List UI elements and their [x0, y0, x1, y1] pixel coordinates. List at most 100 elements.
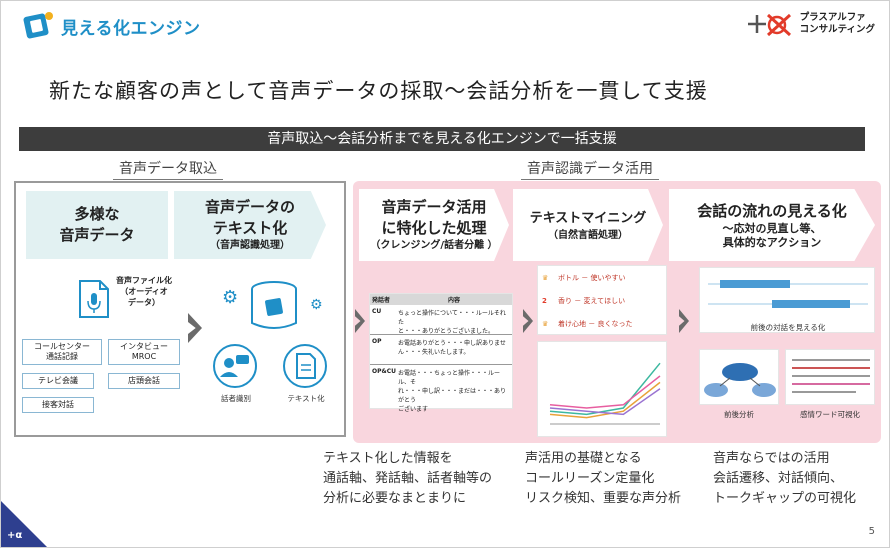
- note-right-1: 音声ならではの活用: [713, 449, 856, 469]
- tag-tv-meeting: テレビ会議: [22, 373, 94, 389]
- note-left-3: 分析に必要なまとまりに: [323, 489, 492, 509]
- emotion-text-lines: [786, 350, 876, 406]
- rank-item: ♛ ボトル － 使いやすい: [538, 266, 666, 289]
- rank-label: 香り － 変えてほしい: [558, 296, 625, 306]
- box-text-mining: テキストマイニング （自然言語処理）: [513, 189, 663, 261]
- plus-alpha-logo-icon: [744, 9, 796, 39]
- flow-arrow-2: [355, 309, 365, 333]
- table-header: 発話者 内容: [370, 294, 512, 305]
- crown-icon: ♛: [542, 320, 558, 328]
- banner: 音声取込～会話分析までを見える化エンジンで一括支援: [19, 127, 865, 151]
- section-label-left: 音声データ取込: [113, 158, 223, 180]
- flow-arrow-3: [523, 309, 533, 333]
- brand-right-text: プラスアルファ コンサルティング: [800, 12, 875, 36]
- rank-label: 着け心地 － 良くなった: [558, 319, 632, 329]
- box2-line1: 音声データの: [205, 197, 295, 218]
- page-number: 5: [869, 526, 875, 537]
- gear-small-icon: ⚙: [310, 297, 323, 313]
- line-chart: [538, 342, 668, 438]
- row-speaker: OP&CU: [370, 365, 396, 401]
- emotion-card: [785, 349, 875, 405]
- brand-right-line1: プラスアルファ: [800, 12, 875, 24]
- caption-dialog: 前後の対話を見える化: [700, 322, 876, 333]
- note-left-2: 通話軸、発話軸、話者軸等の: [323, 469, 492, 489]
- col2-sub: （自然言語処理）: [548, 229, 628, 243]
- table-row: OP&CU お電話・・・ちょっと操作・・・ルール、そ れ・・・申し訳・・・まだは…: [370, 365, 512, 401]
- corner-logo-icon: +α: [7, 530, 22, 541]
- box-diverse-audio: 多様な 音声データ: [26, 191, 168, 259]
- flow-bar: [720, 280, 790, 288]
- box1-line1: 多様な: [74, 204, 119, 225]
- box-audio-cleansing: 音声データ活用 に特化した処理 （クレンジング/話者分離 ）: [359, 189, 509, 261]
- note-middle-3: リスク検知、重要な声分析: [525, 489, 681, 509]
- rank-number: 2: [542, 297, 558, 305]
- rank-item: ♛ 着け心地 － 良くなった: [538, 312, 666, 335]
- box-text-conversion: 音声データの テキスト化 （音声認識処理）: [174, 191, 326, 259]
- tag-2a: インタビュー: [113, 342, 175, 352]
- flow-bar: [772, 300, 850, 308]
- series-line-1: [550, 376, 660, 408]
- rank-label: ボトル － 使いやすい: [558, 273, 625, 283]
- note-right-3: トークギャップの可視化: [713, 489, 856, 509]
- caption-text-convert: テキスト化: [276, 393, 336, 404]
- tag-1a: コールセンター: [27, 342, 97, 352]
- section-label-right: 音声認識データ活用: [521, 158, 659, 180]
- tag-call-center: コールセンター 通話記録: [22, 339, 102, 365]
- brand-mark-icon: [23, 11, 55, 41]
- rank-item: 2 香り － 変えてほしい: [538, 289, 666, 312]
- row-speaker: OP: [370, 335, 396, 364]
- box1-line2: 音声データ: [59, 225, 134, 246]
- transcript-table: 発話者 内容 CU ちょっと操作について・・・ルールそれた と・・・ありがとうご…: [369, 293, 513, 409]
- caption-speaker-id: 話者識別: [206, 393, 266, 404]
- col1-line2: に特化した処理: [381, 218, 486, 239]
- flow-arrow-1: [188, 313, 202, 343]
- tag-customer-service: 接客対話: [22, 397, 94, 413]
- col3-line1: 会話の流れの見える化: [697, 201, 847, 222]
- note-middle-1: 声活用の基礎となる: [525, 449, 681, 469]
- caption-before-after: 前後分析: [699, 409, 779, 420]
- brand-right-line2: コンサルティング: [800, 24, 875, 36]
- audio-file-icon: [78, 279, 110, 323]
- box2-line2: テキスト化: [213, 218, 288, 239]
- col1-line1: 音声データ活用: [381, 197, 486, 218]
- speaker-id-icon: [212, 343, 258, 393]
- box-conversation-flow: 会話の流れの見える化 ～応対の見直し等、 具体的なアクション: [669, 189, 875, 261]
- note-right: 音声ならではの活用 会話遷移、対話傾向、 トークギャップの可視化: [713, 449, 856, 509]
- line-chart-card: [537, 341, 667, 437]
- audio-file-label: 音声ファイル化 （オーディオ データ）: [116, 275, 172, 308]
- row-text: ちょっと操作について・・・ルールそれた と・・・ありがとうございました。: [396, 305, 512, 334]
- page-title: 新たな顧客の声として音声データの採取～会話分析を一貫して支援: [49, 75, 708, 105]
- tag-store-conversation: 店頭会話: [108, 373, 180, 389]
- header-content: 内容: [396, 294, 512, 305]
- row-text: お電話ありがとう・・・申し訳ありませ ん・・・失礼いたします。: [396, 335, 512, 364]
- box2-sub: （音声認識処理）: [210, 239, 290, 253]
- text-convert-icon: [282, 343, 328, 393]
- flow-chart-card: 前後の対話を見える化: [699, 267, 875, 333]
- network-card: [699, 349, 779, 405]
- note-left: テキスト化した情報を 通話軸、発話軸、話者軸等の 分析に必要なまとまりに: [323, 449, 492, 509]
- row-text: お電話・・・ちょっと操作・・・ルール、そ れ・・・申し訳・・・まだは・・・ありが…: [396, 365, 512, 401]
- flow-arrow-4: [679, 309, 689, 333]
- gear-icon: ⚙: [222, 287, 238, 308]
- col2-line1: テキストマイニング: [530, 208, 647, 229]
- left-panel: 多様な 音声データ 音声データの テキスト化 （音声認識処理） 音声ファイル化 …: [14, 181, 346, 437]
- database-icon: [244, 279, 306, 341]
- col3-line2: ～応対の見直し等、: [723, 222, 822, 236]
- caption-emotion: 感情ワード可視化: [785, 409, 875, 420]
- file-label-1: 音声ファイル化: [116, 275, 172, 286]
- brand-name: 見える化エンジン: [61, 14, 201, 39]
- logo-left: 見える化エンジン: [23, 11, 201, 41]
- table-row: CU ちょっと操作について・・・ルールそれた と・・・ありがとうございました。: [370, 305, 512, 335]
- logo-right: プラスアルファ コンサルティング: [744, 9, 875, 39]
- note-middle-2: コールリーズン定量化: [525, 469, 681, 489]
- network-graph: [700, 350, 780, 406]
- right-panel: 音声データ活用 に特化した処理 （クレンジング/話者分離 ） テキストマイニング…: [353, 181, 881, 443]
- col1-sub: （クレンジング/話者分離 ）: [370, 239, 497, 253]
- table-row: OP お電話ありがとう・・・申し訳ありませ ん・・・失礼いたします。: [370, 335, 512, 365]
- note-middle: 声活用の基礎となる コールリーズン定量化 リスク検知、重要な声分析: [525, 449, 681, 509]
- ranking-card: ♛ ボトル － 使いやすい 2 香り － 変えてほしい ♛ 着け心地 － 良くな…: [537, 265, 667, 335]
- file-label-3: データ）: [116, 297, 172, 308]
- crown-icon: ♛: [542, 274, 558, 282]
- header-speaker: 発話者: [370, 294, 396, 305]
